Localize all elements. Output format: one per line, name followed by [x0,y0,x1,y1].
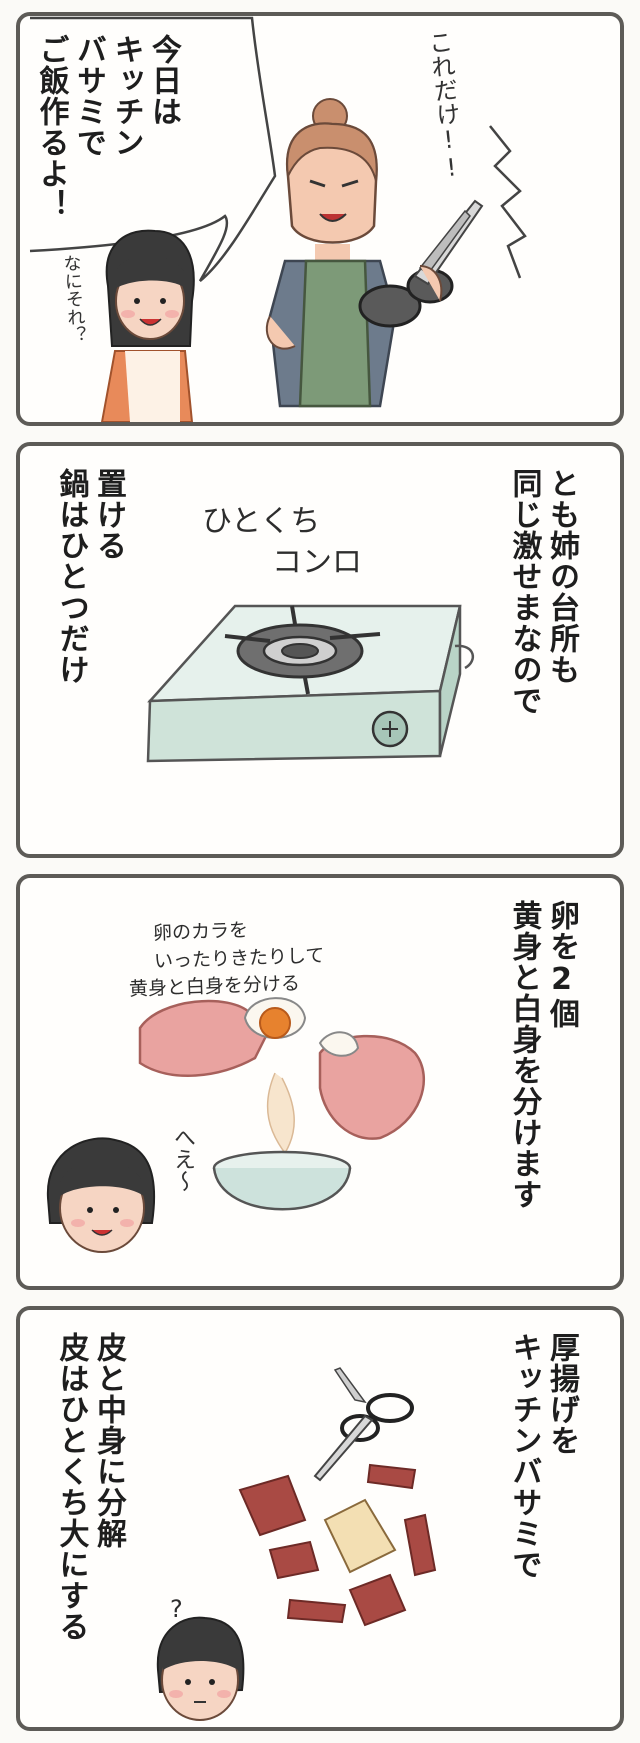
narration-line-2: 黄身と白身を分けます [506,900,542,1210]
narration-line-4: 皮はひとくち大にする [53,1332,89,1642]
fried-tofu-pieces-illustration [238,1463,437,1627]
narration-left: 皮と中身に分解 皮はひとくち大にする [52,1332,127,1642]
panel-2-artwork [146,604,475,763]
stove-label: ひとくち コンロ [202,502,362,583]
egg-white-drip [266,1072,295,1155]
child-reaction-text: へえ〜 [170,1126,195,1192]
narration-line-3: 皮と中身に分解 [91,1332,126,1549]
panel-4: 厚揚げを キッチンバサミで 皮と中身に分解 皮はひとくち大にする ? [16,1306,624,1731]
stove-label-line-2: コンロ [272,544,362,580]
narration-line-2: 同じ激せまなので [506,468,542,716]
narration-line-1: 卵を2個 [544,900,579,1029]
stove-label-line-1: ひとくち [202,504,321,539]
narration-line-1: とも姉の台所も [544,468,579,685]
panel-2: とも姉の台所も 同じ激せまなので 置ける 鍋はひとつだけ ひとくち コンロ [16,442,624,858]
speech-line-1: 今日は [146,34,181,127]
shout-burst-lines [489,125,527,279]
narration-text: 卵を2個 黄身と白身を分けます [505,900,580,1210]
kitchen-scissors-illustration [313,1367,414,1482]
child-character [46,1137,156,1253]
panel-3: 卵を2個 黄身と白身を分けます 卵のカラを いったりきたりして 黄身と白身を分け… [16,874,624,1290]
narration-line-4: 鍋はひとつだけ [53,468,89,685]
speech-line-4: ご飯作るよ！ [33,34,69,220]
child-character [100,229,195,422]
kitchen-scissors-illustration [358,199,484,328]
narration-left: 置ける 鍋はひとつだけ [52,468,127,685]
speech-line-2: キッチン [108,34,144,158]
panel-1-artwork [29,16,527,422]
narration-line-2: キッチンバサミで [506,1332,542,1580]
hands-cracking-egg-illustration [138,997,425,1140]
narration-line-3: 置ける [91,468,126,561]
bowl-illustration [212,1150,352,1211]
child-question-text: ? [170,1595,183,1623]
panel-1: 今日は キッチン バサミで ご飯作るよ！ これだけ!! なにそれ？ [16,12,624,426]
panel-4-artwork [156,1367,437,1721]
child-character [156,1616,245,1721]
egg-annotation: 卵のカラを いったりきたりして 黄身と白身を分ける [127,915,326,1004]
narration-line-1: 厚揚げを [544,1332,579,1456]
woman-character [265,98,397,408]
narration-right: とも姉の台所も 同じ激せまなので [505,468,580,716]
speech-line-3: バサミで [71,34,106,158]
single-burner-stove-illustration [146,604,475,763]
speech-text: 今日は キッチン バサミで ご飯作るよ！ [32,34,182,220]
narration-right: 厚揚げを キッチンバサミで [505,1332,580,1580]
panel-3-artwork [46,997,425,1253]
